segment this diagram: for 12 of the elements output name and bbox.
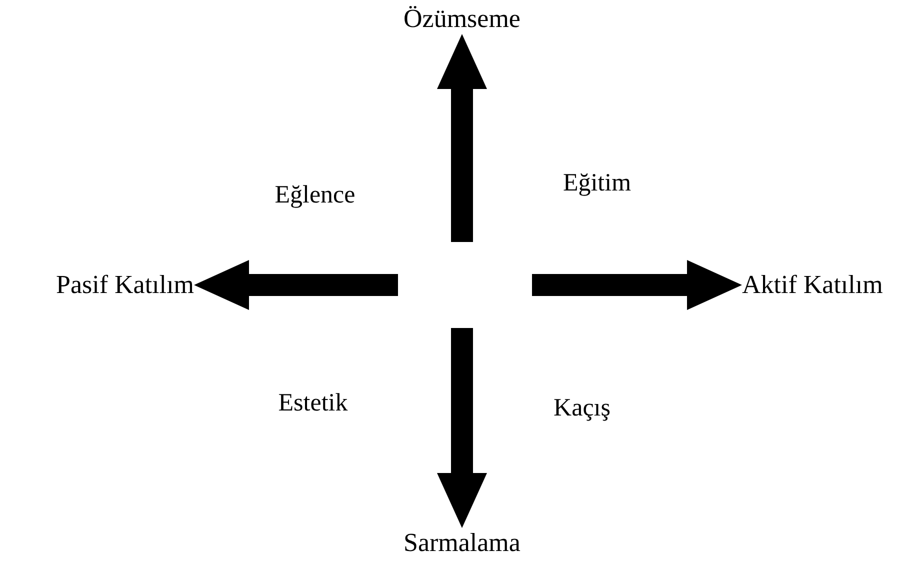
quadrant-label: Eğlence bbox=[274, 182, 356, 208]
axis-label: Özümseme bbox=[404, 4, 520, 34]
axis-label: Pasif Katılım bbox=[56, 270, 194, 300]
axis-label: Aktif Katılım bbox=[742, 270, 883, 300]
quadrant-label: Estetik bbox=[278, 390, 348, 416]
arrow bbox=[437, 328, 487, 528]
arrow bbox=[194, 260, 398, 310]
axis-label: Sarmalama bbox=[404, 528, 520, 558]
arrow bbox=[437, 34, 487, 242]
quadrant-label: Kaçış bbox=[554, 396, 610, 420]
quadrant-label: Eğitim bbox=[562, 170, 632, 196]
arrow bbox=[532, 260, 742, 310]
